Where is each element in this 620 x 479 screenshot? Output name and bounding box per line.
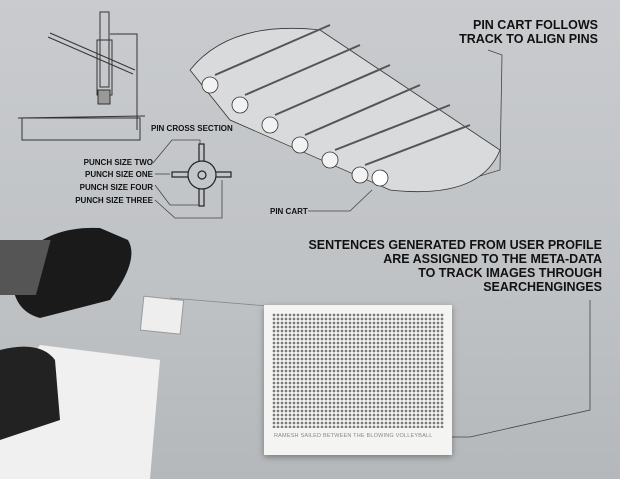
punched-card-large: RAMESH SAILED BETWEEN THE BLOWING VOLLEY… bbox=[264, 305, 452, 455]
label-punch-size-three: PUNCH SIZE THREE bbox=[75, 196, 153, 205]
punch-hole-grid bbox=[272, 313, 444, 428]
label-punch-size-one: PUNCH SIZE ONE bbox=[84, 170, 153, 179]
annotation-line: ARE ASSIGNED TO THE META-DATA bbox=[383, 252, 602, 266]
phone-device bbox=[0, 227, 132, 318]
label-pin-cross-section: PIN CROSS SECTION bbox=[151, 124, 233, 133]
label-punch-size-two: PUNCH SIZE TWO bbox=[83, 158, 153, 167]
punch-press-drawing bbox=[17, 11, 146, 141]
annotation-line: SENTENCES GENERATED FROM USER PROFILE bbox=[308, 238, 602, 252]
label-pin-cart: PIN CART bbox=[270, 207, 308, 216]
punched-card-small bbox=[139, 295, 185, 335]
pin-cart-array bbox=[189, 24, 501, 193]
leader-lines bbox=[152, 49, 591, 438]
annotation-line: PIN CART FOLLOWS bbox=[473, 18, 598, 32]
annotation-line: TRACK TO ALIGN PINS bbox=[459, 32, 598, 46]
annotation-pin-cart-follows: PIN CART FOLLOWS TRACK TO ALIGN PINS bbox=[459, 18, 598, 46]
annotation-line: TO TRACK IMAGES THROUGH bbox=[418, 266, 602, 280]
card-caption: RAMESH SAILED BETWEEN THE BLOWING VOLLEY… bbox=[274, 433, 433, 439]
label-punch-size-four: PUNCH SIZE FOUR bbox=[79, 183, 153, 192]
pin-cross-section-drawing bbox=[171, 143, 232, 207]
keyboard bbox=[0, 346, 60, 440]
annotation-sentences: SENTENCES GENERATED FROM USER PROFILE AR… bbox=[308, 238, 602, 294]
annotation-line: SEARCHENGINGES bbox=[483, 280, 602, 294]
